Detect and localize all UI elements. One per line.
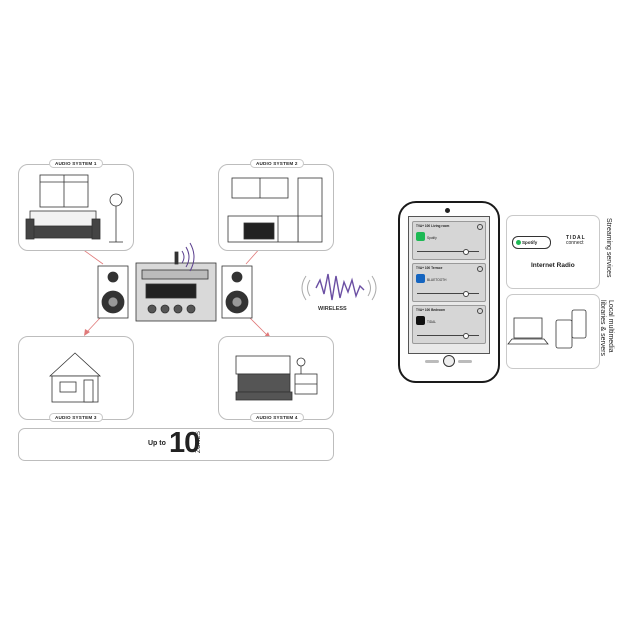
volume-slider[interactable] — [417, 335, 479, 336]
tidal-icon — [416, 316, 425, 325]
streaming-services-box — [506, 215, 600, 289]
spotify-icon — [516, 240, 521, 245]
phone-home-button — [443, 355, 455, 367]
card-menu-icon[interactable] — [477, 308, 483, 314]
audio-system-4-label: AUDIO SYSTEM 4 — [250, 413, 304, 422]
zone-card-source: TIDAL — [427, 320, 437, 324]
audio-system-1-room — [18, 164, 134, 251]
audio-system-4-room — [218, 336, 334, 420]
streaming-services-label: Streaming services — [605, 218, 612, 278]
zones-banner: Up to 10 ZONES — [18, 427, 334, 461]
wireless-label: WIRELESS — [318, 306, 347, 312]
card-menu-icon[interactable] — [477, 224, 483, 230]
audio-system-3-room — [18, 336, 134, 420]
smartphone: TVA+ 100 Living room Spotify TVA+ 100 Te… — [398, 201, 500, 383]
tidal-sub: connect — [566, 240, 584, 246]
phone-side-button — [425, 360, 439, 363]
internet-radio-label: Internet Radio — [531, 262, 575, 269]
spotify-connect-badge: Spotify — [512, 236, 551, 249]
zone-card-title: TVA+ 100 Bedroom — [416, 308, 446, 312]
audio-system-2-label: AUDIO SYSTEM 2 — [250, 159, 304, 168]
audio-system-3-label: AUDIO SYSTEM 3 — [49, 413, 103, 422]
local-libraries-box — [506, 294, 600, 369]
audio-system-2-room — [218, 164, 334, 251]
volume-slider-handle[interactable] — [463, 333, 469, 339]
zone-card-source: BLUETOOTH — [427, 278, 447, 282]
volume-slider[interactable] — [417, 251, 479, 252]
phone-screen: TVA+ 100 Living room Spotify TVA+ 100 Te… — [408, 216, 490, 354]
wireless-waveform-icon — [315, 273, 365, 301]
zone-card-title: TVA+ 100 Terrace — [416, 266, 443, 270]
amplifier-device — [135, 251, 217, 322]
zones-word: ZONES — [196, 430, 202, 453]
zones-count: 10 — [169, 427, 200, 459]
local-libraries-label-line2: libraries & servers — [599, 300, 606, 357]
zone-card-source: Spotify — [427, 236, 437, 240]
left-speaker — [97, 265, 129, 319]
zone-card[interactable]: TVA+ 100 Bedroom TIDAL — [412, 305, 486, 344]
spotify-icon — [416, 232, 425, 241]
bluetooth-icon — [416, 274, 425, 283]
card-menu-icon[interactable] — [477, 266, 483, 272]
local-libraries-label: Local multimedia libraries & servers — [598, 300, 614, 356]
volume-slider-handle[interactable] — [463, 249, 469, 255]
volume-slider[interactable] — [417, 293, 479, 294]
volume-slider-handle[interactable] — [463, 291, 469, 297]
front-camera-icon — [445, 208, 450, 213]
spotify-label: Spotify — [522, 240, 538, 245]
zone-card-title: TVA+ 100 Living room — [416, 224, 450, 228]
phone-side-button — [458, 360, 472, 363]
zones-prefix: Up to — [148, 440, 166, 447]
tidal-brand: TIDAL — [566, 235, 586, 241]
zone-card[interactable]: TVA+ 100 Living room Spotify — [412, 221, 486, 260]
zone-card[interactable]: TVA+ 100 Terrace BLUETOOTH — [412, 263, 486, 302]
audio-system-1-label: AUDIO SYSTEM 1 — [49, 159, 103, 168]
antenna-wifi-icon — [181, 242, 195, 272]
local-libraries-label-line1: Local multimedia — [607, 300, 614, 353]
tidal-connect-logo: TIDAL connect — [566, 236, 586, 246]
right-speaker — [221, 265, 253, 319]
